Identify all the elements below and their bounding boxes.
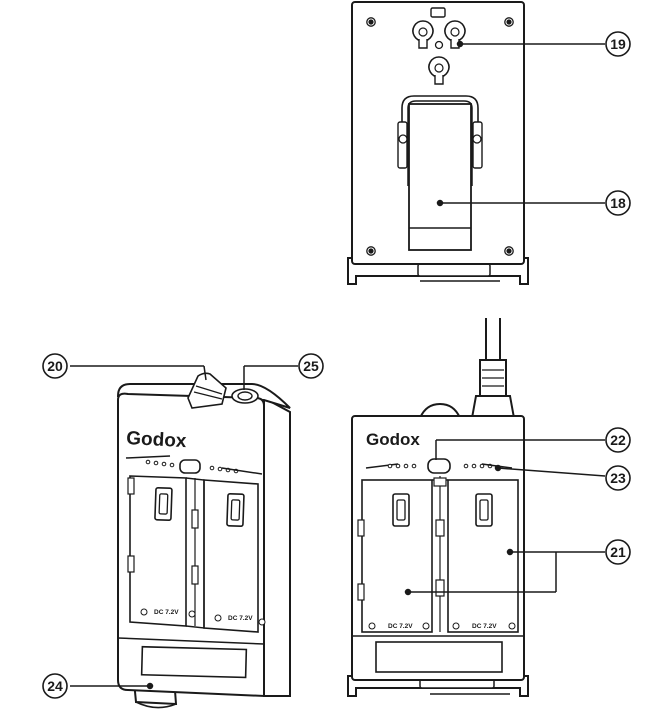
svg-text:22: 22 xyxy=(610,432,626,448)
callout-23: 23 xyxy=(605,465,631,491)
back-view xyxy=(347,1,529,285)
svg-text:23: 23 xyxy=(610,470,626,486)
svg-text:18: 18 xyxy=(610,195,626,211)
callout-numbers: 19 18 20 25 22 23 21 24 xyxy=(42,31,631,699)
voltage-label-left: DC 7.2V xyxy=(154,609,179,616)
voltage-label-bay-right: DC 7.2V xyxy=(472,623,497,630)
svg-text:20: 20 xyxy=(47,358,63,374)
svg-text:21: 21 xyxy=(610,544,626,560)
callout-24: 24 xyxy=(42,673,68,699)
callout-22: 22 xyxy=(605,427,631,453)
callout-18: 18 xyxy=(605,190,631,216)
callout-20: 20 xyxy=(42,353,68,379)
leader-lines xyxy=(70,40,606,690)
voltage-label-bay-left: DC 7.2V xyxy=(388,623,413,630)
front-view-perspective: Godox DC 7.2V DC 7.2V xyxy=(116,372,291,709)
callout-21: 21 xyxy=(605,539,631,565)
callout-25: 25 xyxy=(298,353,324,379)
brand-logo-front: Godox xyxy=(366,430,420,449)
callout-19: 19 xyxy=(605,31,631,57)
voltage-label-right: DC 7.2V xyxy=(228,615,253,622)
brand-logo: Godox xyxy=(126,428,188,452)
front-view-straight: Godox DC 7.2V DC 7.2V xyxy=(347,318,529,697)
svg-text:24: 24 xyxy=(47,678,63,694)
svg-text:19: 19 xyxy=(610,36,626,52)
svg-text:25: 25 xyxy=(303,358,319,374)
